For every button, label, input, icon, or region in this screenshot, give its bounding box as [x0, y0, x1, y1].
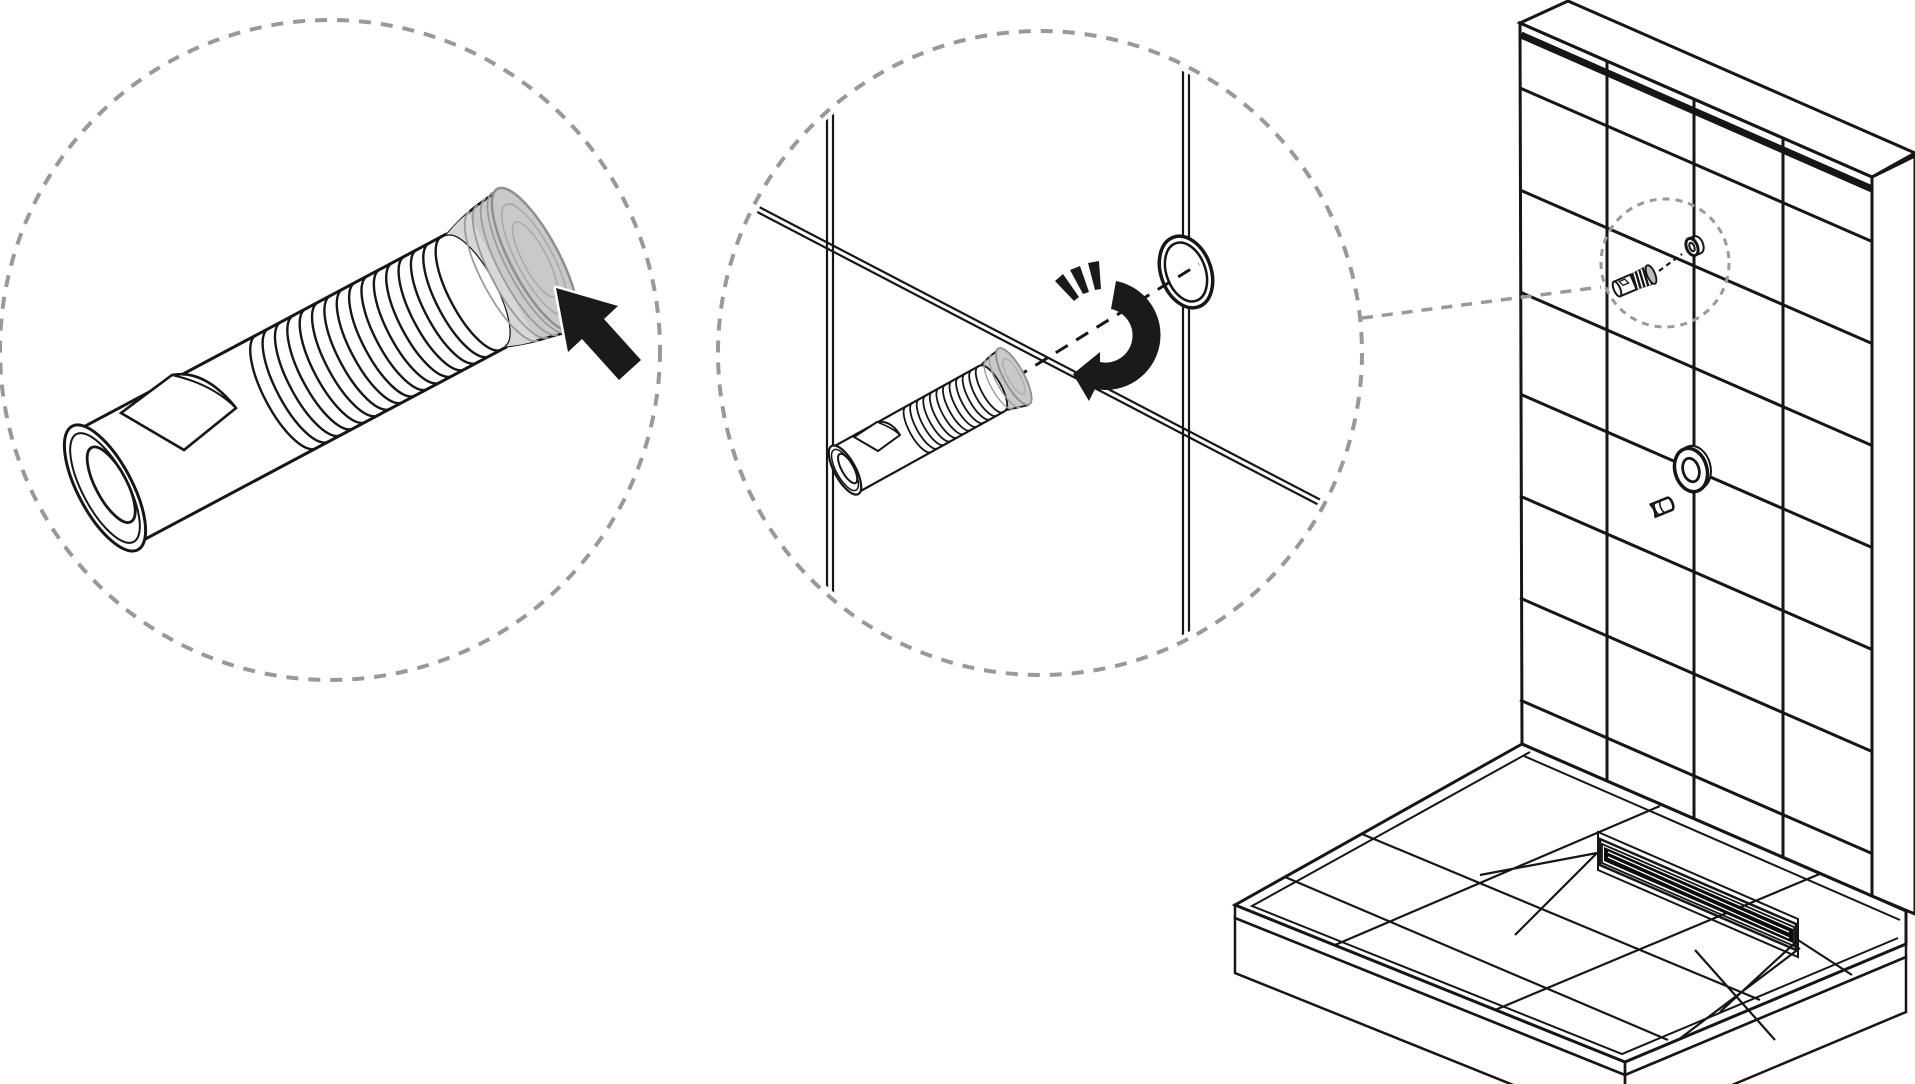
- mini-socket-ring: [1684, 235, 1705, 258]
- nipple-tip-cap: [995, 347, 1033, 406]
- small-fitting-part: [1649, 496, 1675, 519]
- socket-ring-inner: [1163, 241, 1209, 303]
- mini-union-nipple: [1611, 264, 1658, 298]
- mini-nipple-tip: [1644, 264, 1658, 285]
- mini-socket-hole: [1688, 241, 1696, 253]
- pointer-arrow: [553, 285, 644, 383]
- nipple-notch-curve: [876, 421, 901, 436]
- tray-edge-trim: [1249, 751, 1899, 1056]
- drain-inner-frame: [1601, 842, 1795, 948]
- nipple-collar-bands: [983, 353, 1021, 410]
- small-part-body: [1649, 496, 1675, 519]
- linear-floor-drain: [1597, 830, 1799, 959]
- screw-axis-dashes: [1014, 262, 1200, 380]
- leader-line: [1361, 285, 1602, 320]
- mini-nipple-thread-highlights: [1633, 266, 1651, 290]
- nipple-body-fill: [832, 366, 1005, 493]
- clockwise-rotation-arrow: [1055, 261, 1161, 401]
- tray-band-left: [1233, 903, 1627, 1077]
- nipple-silhouette: [832, 364, 1006, 494]
- nipple-threads: [249, 235, 503, 451]
- collar-tip-ring-2: [511, 221, 559, 298]
- wall-side-face: [1870, 154, 1915, 916]
- escutcheon-hole: [1681, 456, 1701, 484]
- collar-bands: [463, 191, 568, 342]
- shower-overview: [1231, 0, 1915, 1084]
- union-nipple-large: [62, 186, 580, 553]
- small-part-ribs: [1653, 499, 1666, 516]
- nipple-tail-bore: [837, 452, 859, 485]
- tray-base-left: [1233, 916, 1627, 1084]
- mini-screw-axis-dashes: [1658, 253, 1683, 272]
- zoom-circle-left: [0, 18, 662, 682]
- wall-closeup-grout: [737, 37, 1343, 669]
- mini-nipple-tail: [1611, 280, 1623, 298]
- tray-base-right: [1623, 955, 1908, 1084]
- nipple-threads: [902, 365, 1004, 454]
- nipple-tail-bore: [85, 445, 137, 524]
- mini-nipple-notch: [1618, 278, 1630, 287]
- rotation-motion-ticks: [1055, 261, 1101, 301]
- zoom-circle-middle: [716, 29, 1364, 677]
- wall-base-skirting-line: [1523, 755, 1901, 921]
- drain-cutout: [1597, 830, 1799, 959]
- drain-grate-slots: [1607, 851, 1790, 939]
- union-nipple-middle: [827, 347, 1033, 496]
- rotation-arrow-body: [1073, 281, 1161, 401]
- grout-horizontal-lines: [737, 195, 1343, 518]
- mini-socket-back: [1693, 235, 1705, 255]
- grout-vertical-lines: [825, 37, 1191, 669]
- detail-screw-into-wall: [716, 29, 1364, 677]
- nipple-silhouette: [76, 232, 508, 545]
- escutcheon-ring: [1672, 444, 1712, 494]
- wall-top-face: [1516, 0, 1915, 179]
- detail-thread-seal: [0, 18, 662, 682]
- nipple-notch-curve: [171, 374, 237, 409]
- floor-tile-lines: [1284, 804, 1853, 1042]
- wall-top-shadow-line: [1519, 31, 1874, 193]
- zoom-marker-circle: [1599, 197, 1731, 329]
- tray-band-right: [1623, 942, 1908, 1077]
- drain-frame: [1598, 837, 1798, 952]
